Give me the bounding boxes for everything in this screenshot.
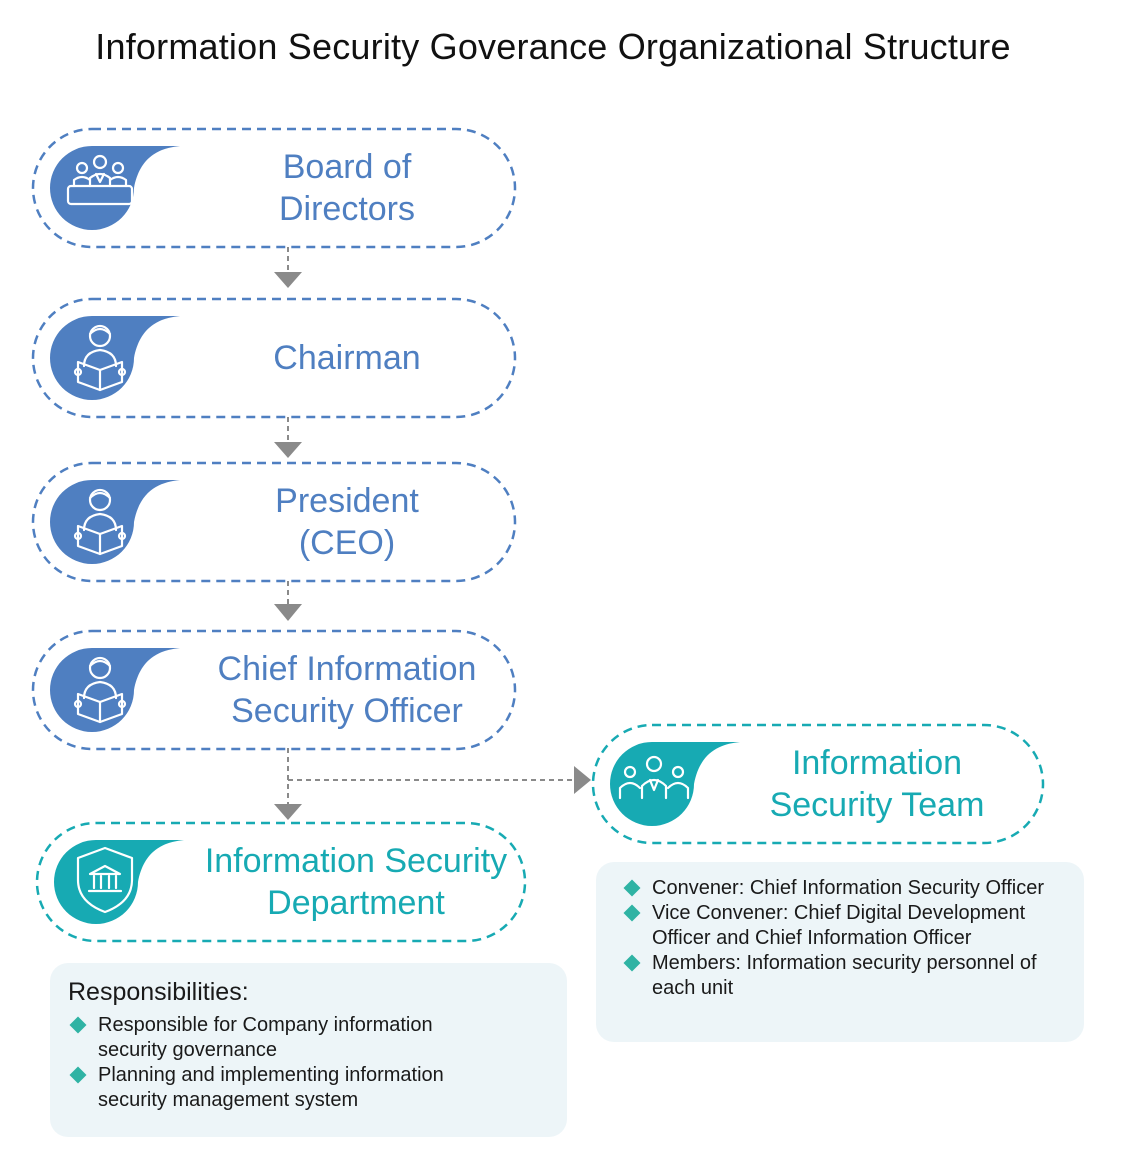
node-chairman: Chairman	[31, 297, 517, 419]
node-chief-information-security-officer: Chief Information Security Officer	[31, 629, 517, 751]
team-info-list: Convener: Chief Information Security Off…	[622, 876, 1064, 1001]
responsibilities-list: Responsible for Company information secu…	[68, 1013, 547, 1113]
node-label: President (CEO)	[275, 482, 419, 562]
node-information-security-department: Information Security Department	[35, 821, 527, 943]
diamond-bullet-icon	[623, 904, 641, 922]
responsibilities-panel: Responsibilities: Responsible for Compan…	[50, 963, 567, 1137]
node-label: Chairman	[273, 339, 421, 377]
node-label: Information Security Team	[769, 744, 985, 824]
node-information-security-team: Information Security Team	[591, 723, 1045, 845]
list-item-text: Planning and implementing information se…	[98, 1064, 444, 1111]
shield-building-icon	[76, 846, 134, 914]
diamond-bullet-icon	[69, 1066, 87, 1084]
node-frame	[35, 821, 527, 943]
list-item: Members: Information security personnel …	[622, 951, 1064, 1001]
node-label: Board of Directors	[278, 148, 416, 228]
list-item-text: Responsible for Company information secu…	[98, 1014, 433, 1061]
list-item: Planning and implementing information se…	[68, 1063, 547, 1113]
page-title: Information Security Goverance Organizat…	[95, 26, 1011, 67]
node-label: Information Security Department	[204, 842, 508, 922]
arrowhead-team	[574, 766, 591, 794]
diamond-bullet-icon	[623, 879, 641, 897]
list-item: Responsible for Company information secu…	[68, 1013, 547, 1063]
list-item-text: Members: Information security personnel …	[652, 952, 1037, 999]
arrowhead-department	[274, 804, 302, 820]
person-reading-icon	[73, 656, 127, 724]
node-frame	[31, 127, 517, 249]
responsibilities-heading: Responsibilities:	[68, 978, 249, 1006]
list-item: Convener: Chief Information Security Off…	[622, 876, 1064, 901]
node-label: Chief Information Security Officer	[217, 650, 477, 730]
arrowhead-president	[274, 442, 302, 458]
person-reading-icon	[73, 324, 127, 392]
diamond-bullet-icon	[623, 954, 641, 972]
node-president: President (CEO)	[31, 461, 517, 583]
person-reading-icon	[73, 488, 127, 556]
team-people-icon	[618, 755, 690, 800]
list-item-text: Convener: Chief Information Security Off…	[652, 877, 1045, 899]
list-item-text: Vice Convener: Chief Digital Development…	[652, 902, 1026, 949]
board-meeting-icon	[66, 154, 134, 206]
arrowhead-ciso	[274, 604, 302, 621]
team-info-panel: Convener: Chief Information Security Off…	[596, 862, 1084, 1042]
node-board-of-directors: Board of Directors	[31, 127, 517, 249]
list-item: Vice Convener: Chief Digital Development…	[622, 901, 1064, 951]
diamond-bullet-icon	[69, 1016, 87, 1034]
arrowhead-chairman	[274, 272, 302, 288]
